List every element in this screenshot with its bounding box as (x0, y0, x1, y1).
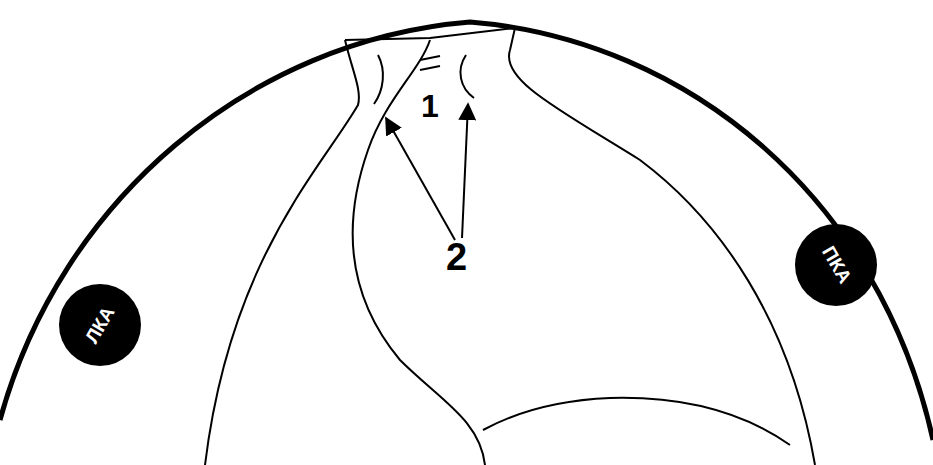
suture-mark (374, 55, 383, 104)
artery-label: ПКА (817, 243, 856, 288)
bottom-curve (483, 398, 790, 445)
artery-label: ЛКА (81, 303, 119, 347)
leader-arrow (462, 104, 468, 238)
callout-number: 1 (421, 90, 439, 122)
commissure-top (345, 28, 515, 50)
suture-mark (420, 56, 440, 70)
artery-marker: ЛКА (59, 284, 141, 366)
left-sinus (205, 40, 359, 465)
artery-marker: ПКА (795, 224, 877, 306)
suture-mark (460, 55, 474, 98)
callout-number: 2 (446, 238, 467, 276)
central-divider (353, 40, 485, 465)
leader-arrow (386, 118, 455, 240)
right-sinus (509, 50, 815, 465)
